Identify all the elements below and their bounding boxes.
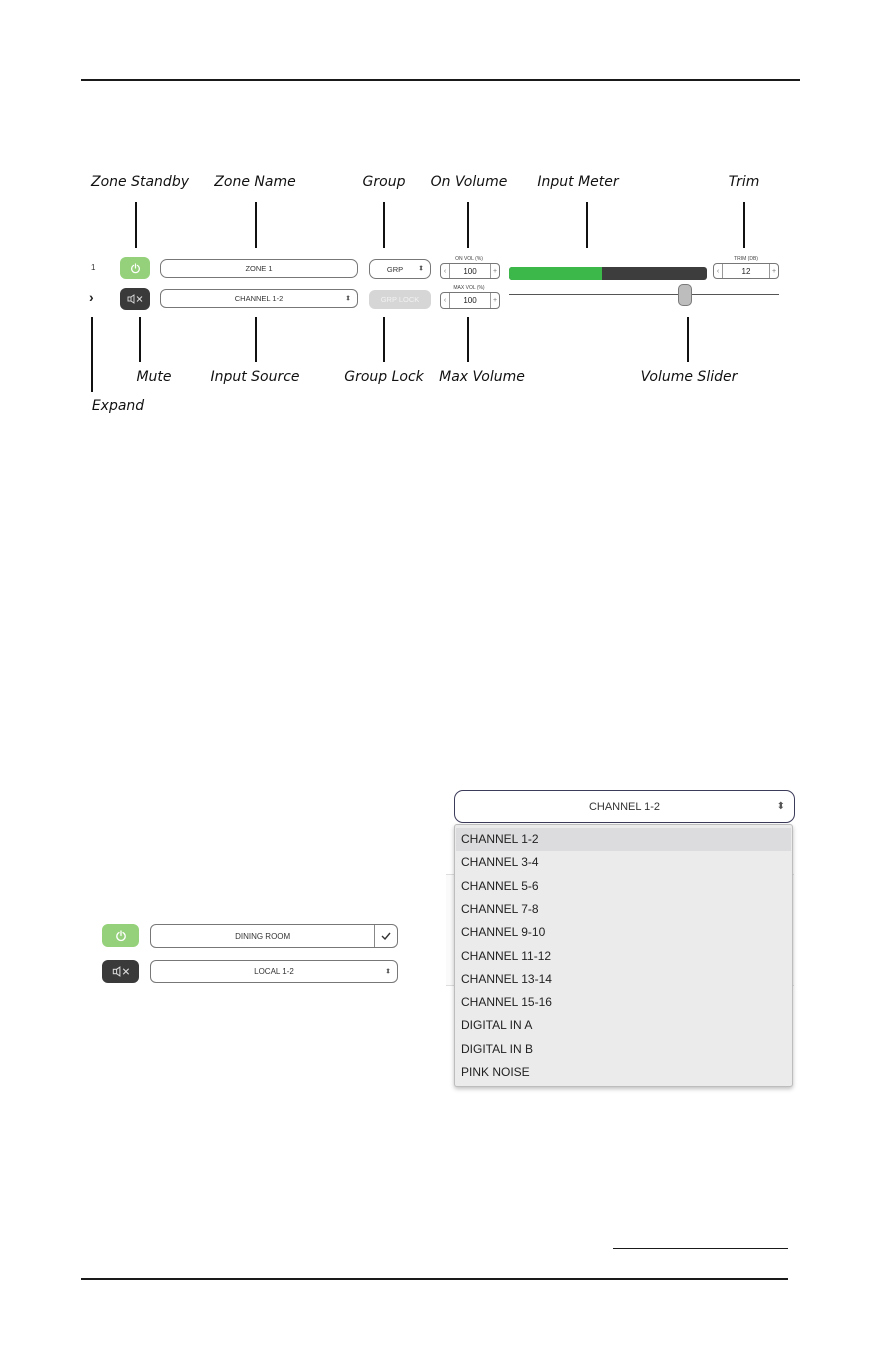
callout-input-meter: Input Meter: [537, 174, 619, 190]
dropdown-option[interactable]: CHANNEL 3-4: [461, 855, 539, 870]
updown-caret-icon: ⬍: [776, 800, 785, 812]
mute-button[interactable]: [120, 288, 150, 310]
power-icon: [115, 929, 126, 941]
speaker-mute-icon: [112, 966, 129, 977]
zone-name-value: ZONE 1: [245, 264, 273, 273]
footer-short-rule: [613, 1248, 788, 1249]
max-vol-decrement-button[interactable]: ‹: [441, 293, 450, 308]
on-vol-decrement-button[interactable]: ‹: [441, 264, 450, 278]
dropdown-option[interactable]: PINK NOISE: [461, 1065, 530, 1079]
dropdown-option[interactable]: CHANNEL 9-10: [461, 925, 546, 940]
updown-caret-icon: ⬍: [418, 265, 424, 273]
dropdown-option[interactable]: CHANNEL 5-6: [461, 878, 539, 893]
volume-slider-track[interactable]: [509, 294, 779, 295]
leader-mute: [139, 317, 141, 362]
footer-rule: [81, 1278, 788, 1280]
leader-group-lock: [383, 317, 385, 362]
callout-volume-slider: Volume Slider: [640, 369, 738, 385]
max-vol-increment-button[interactable]: +: [490, 293, 499, 308]
confirm-button[interactable]: [374, 925, 397, 947]
trim-stepper[interactable]: ‹ 12 +: [713, 263, 779, 279]
callout-group-lock: Group Lock: [344, 369, 424, 385]
max-vol-label: MAX VOL (%): [453, 285, 485, 291]
on-vol-increment-button[interactable]: +: [490, 264, 499, 278]
updown-caret-icon: ⬍: [385, 968, 391, 975]
trim-increment-button[interactable]: +: [769, 264, 778, 278]
on-vol-value[interactable]: 100: [463, 266, 477, 276]
input-meter: [509, 267, 707, 280]
dropdown-option[interactable]: CHANNEL 13-14: [461, 971, 552, 986]
callout-zone-standby: Zone Standby: [91, 174, 189, 190]
trim-decrement-button[interactable]: ‹: [714, 264, 723, 278]
checkmark-icon: [381, 932, 391, 940]
callout-expand: Expand: [91, 398, 145, 414]
dropdown-option[interactable]: CHANNEL 7-8: [461, 901, 539, 916]
callout-trim: Trim: [728, 174, 760, 190]
leader-max-volume: [467, 317, 469, 362]
input-source-value: CHANNEL 1-2: [234, 294, 284, 303]
input-source-select[interactable]: CHANNEL 1-2 ⬍: [160, 289, 358, 308]
expand-chevron-icon[interactable]: ›: [89, 289, 94, 305]
zone-standby-button-example[interactable]: [102, 924, 139, 947]
max-volume-stepper[interactable]: ‹ 100 +: [440, 292, 500, 309]
mute-button-example[interactable]: [102, 960, 139, 983]
input-meter-fill: [509, 267, 603, 280]
callout-zone-name: Zone Name: [214, 174, 296, 190]
group-value: GRP: [386, 264, 404, 274]
zone-number: 1: [91, 263, 96, 272]
input-source-example-value: LOCAL 1-2: [254, 967, 294, 976]
leader-input-meter: [586, 202, 588, 248]
dropdown-option[interactable]: CHANNEL 1-2: [456, 828, 791, 851]
zone-name-edit-value: DINING ROOM: [235, 931, 291, 941]
group-lock-button[interactable]: GRP LOCK: [369, 290, 431, 309]
group-lock-label: GRP LOCK: [380, 295, 420, 304]
callout-input-source: Input Source: [210, 369, 300, 385]
on-volume-stepper[interactable]: ‹ 100 +: [440, 263, 500, 279]
dropdown-option[interactable]: CHANNEL 11-12: [461, 948, 552, 963]
on-vol-label: ON VOL (%): [455, 256, 483, 262]
trim-label: TRIM (dB): [734, 256, 758, 262]
leader-on-volume: [467, 202, 469, 248]
trim-value[interactable]: 12: [741, 266, 751, 276]
callout-group: Group: [362, 174, 406, 190]
power-icon: [130, 262, 140, 273]
channel-select-value: CHANNEL 1-2: [588, 800, 661, 813]
input-source-select-example[interactable]: LOCAL 1-2 ⬍: [150, 960, 398, 983]
leader-input-source: [255, 317, 257, 362]
leader-trim: [743, 202, 745, 248]
zone-name-field[interactable]: ZONE 1: [160, 259, 358, 278]
dropdown-option[interactable]: DIGITAL IN B: [461, 1041, 534, 1056]
zone-name-edit-field[interactable]: DINING ROOM: [150, 924, 398, 948]
callout-mute: Mute: [136, 369, 172, 385]
callout-on-volume: On Volume: [430, 174, 508, 190]
dropdown-option[interactable]: DIGITAL IN A: [461, 1018, 533, 1033]
updown-caret-icon: ⬍: [345, 295, 351, 302]
leader-zone-standby: [135, 202, 137, 248]
leader-zone-name: [255, 202, 257, 248]
leader-group: [383, 202, 385, 248]
channel-select[interactable]: CHANNEL 1-2 ⬍: [454, 790, 795, 823]
speaker-mute-icon: [127, 294, 143, 304]
volume-slider-thumb[interactable]: [677, 284, 692, 306]
leader-expand: [91, 317, 93, 392]
header-rule: [81, 79, 800, 81]
zone-standby-button[interactable]: [120, 257, 150, 279]
leader-volume-slider: [687, 317, 689, 362]
callout-max-volume: Max Volume: [439, 369, 525, 385]
group-select[interactable]: GRP ⬍: [369, 259, 431, 279]
max-vol-value[interactable]: 100: [463, 296, 477, 305]
dropdown-option[interactable]: CHANNEL 15-16: [461, 995, 552, 1010]
